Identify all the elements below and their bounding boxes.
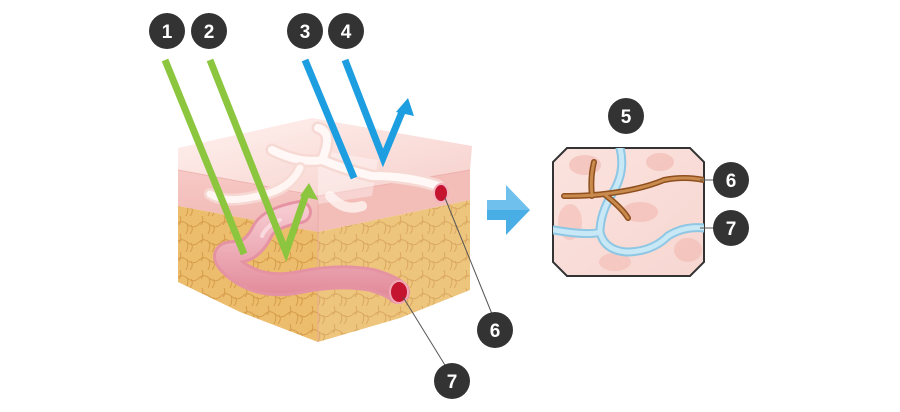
leader-6-main (444, 197, 493, 315)
badge-2: 2 (191, 13, 227, 49)
blue-beam-3 (301, 58, 358, 180)
badge-5: 5 (608, 98, 644, 134)
badge-4: 4 (328, 13, 364, 49)
deep-vessel (213, 200, 410, 304)
green-beam-2 (206, 58, 318, 263)
badge-6-inset: 6 (713, 162, 749, 198)
badge-3-label: 3 (300, 22, 311, 43)
badge-3: 3 (287, 13, 323, 49)
badge-5-label: 5 (621, 107, 632, 128)
blue-beam-4 (341, 58, 414, 168)
inset-view (552, 147, 705, 277)
up-right-arrow-icon (300, 183, 318, 200)
badge-7-main: 7 (434, 363, 470, 399)
badge-7-inset: 7 (713, 210, 749, 246)
leader-7-main (402, 296, 449, 371)
right-arrow-icon (487, 185, 530, 235)
badge-6-inset-label: 6 (726, 171, 737, 192)
badge-6-main: 6 (477, 312, 513, 348)
badge-1-label: 1 (162, 22, 173, 43)
green-beam-1 (161, 58, 248, 256)
vessel-opening-7 (389, 280, 409, 304)
badge-7-inset-label: 7 (726, 219, 737, 240)
badge-4-label: 4 (341, 22, 352, 43)
fat-layer-right (318, 200, 470, 342)
badge-6-main-label: 6 (490, 321, 501, 342)
fat-shade (318, 200, 470, 342)
badge-1: 1 (149, 13, 185, 49)
vessel-opening-6 (433, 183, 449, 203)
badge-2-label: 2 (204, 22, 215, 43)
up-right-arrow-icon (396, 98, 414, 116)
badge-7-main-label: 7 (447, 372, 458, 393)
